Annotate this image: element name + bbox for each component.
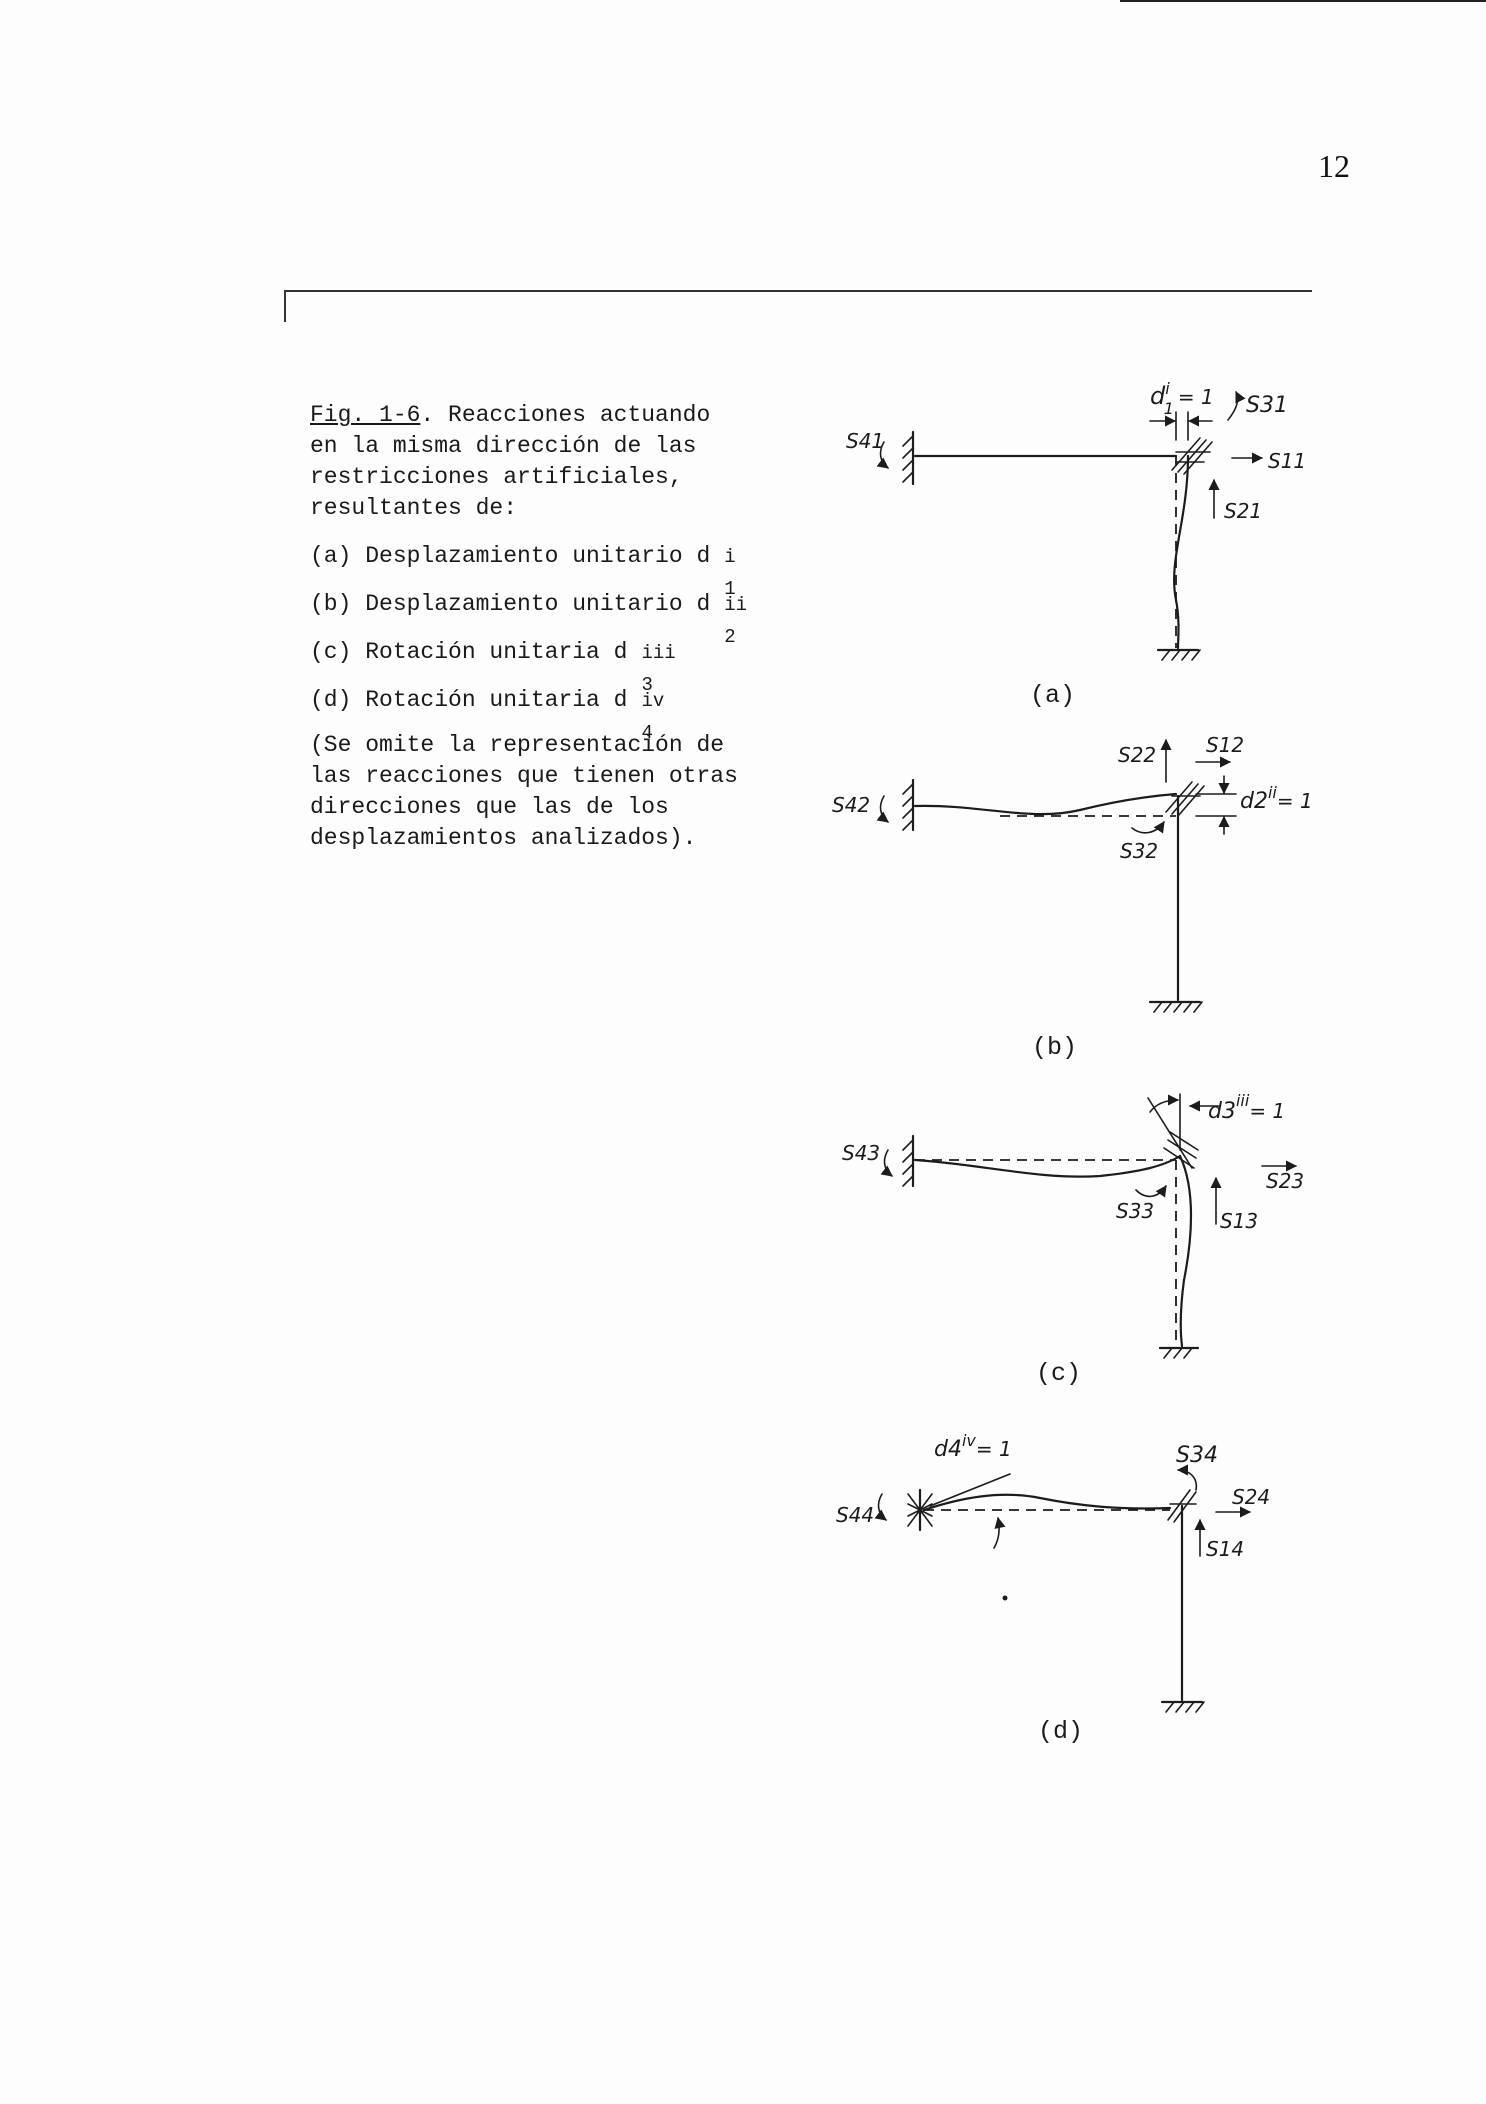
item-d-sub: 4: [641, 722, 653, 744]
fig-d-label: (d): [1038, 1717, 1083, 1746]
fig-a-disp-sub: 1: [1164, 399, 1174, 418]
fig-b-disp-eq: = 1: [1277, 789, 1313, 813]
fig-c-s43: S43: [842, 1141, 880, 1165]
fig-b-s32: S32: [1120, 839, 1158, 863]
svg-text:d2ii= 1: d2ii= 1: [1240, 783, 1313, 814]
fig-d-s24: S24: [1232, 1485, 1270, 1509]
caption-item-b: (b) Desplazamiento unitario d ii 2: [310, 589, 790, 648]
fig-c-disp: d3: [1208, 1099, 1236, 1124]
fig-d-s14: S14: [1206, 1537, 1244, 1561]
fig-b-bottom-support: [1148, 1000, 1203, 1013]
caption-item-d: (d) Rotación unitaria d iv 4: [310, 685, 790, 744]
fig-d-disp-eq: = 1: [976, 1437, 1012, 1461]
item-c-sub: 3: [641, 674, 653, 696]
item-b-label: (b) Desplazamiento unitario d: [310, 591, 711, 617]
fig-a-s21: S21: [1224, 499, 1262, 523]
fig-a-s11: S11: [1268, 449, 1306, 473]
fig-a-label: (a): [1030, 681, 1075, 710]
fig-c-deflected-beam: [913, 1154, 1182, 1178]
fig-a-deflected-column: [1173, 454, 1190, 650]
fig-c-disp-eq: = 1: [1249, 1099, 1285, 1123]
fig-a-left-support: [902, 430, 915, 486]
fig-c-disp-sup: iii: [1236, 1091, 1250, 1110]
fig-d-disp: d4: [934, 1437, 962, 1462]
fig-b-deflected-beam: [913, 792, 1178, 816]
item-b-sub: 2: [724, 626, 736, 648]
item-c-label: (c) Rotación unitaria d: [310, 639, 628, 665]
fig-a-disp-eq: = 1: [1178, 385, 1214, 409]
figure-d: d4iv= 1 S34 S24 S14 S44: [836, 1431, 1270, 1746]
caption-title-3: restricciones artificiales,: [310, 464, 683, 490]
fig-a-disp-sup: i: [1165, 379, 1170, 398]
fig-b-s22: S22: [1118, 743, 1156, 767]
fig-b-left-support: [902, 778, 915, 832]
svg-text:di1= 1: di1= 1: [1150, 379, 1214, 418]
fig-c-label: (c): [1036, 1359, 1081, 1388]
fig-b-s42: S42: [832, 793, 870, 817]
caption-title-2: en la misma dirección de las: [310, 433, 697, 459]
item-a-sub: 1: [724, 578, 736, 600]
fig-a-bottom-support: [1156, 648, 1201, 661]
header-rule-tick: [284, 290, 286, 322]
fig-c-s33: S33: [1116, 1199, 1154, 1223]
figure-c: d3iii= 1 S23 S13 S33 S43 (c): [842, 1091, 1304, 1388]
fig-a-joint-restraint: [1171, 437, 1213, 475]
fig-d-joint-restraint: [1167, 1489, 1197, 1523]
top-edge-rule: [1120, 0, 1486, 2]
note-line-1: (Se omite la representación de: [310, 732, 725, 758]
item-b-sup: ii: [724, 594, 748, 616]
fig-c-s23: S23: [1266, 1169, 1304, 1193]
fig-d-disp-sup: iv: [962, 1431, 976, 1450]
fig-c-bottom-support: [1158, 1346, 1200, 1359]
fig-c-deflected-column: [1178, 1154, 1193, 1348]
fig-d-bottom-support: [1160, 1700, 1205, 1713]
svg-text:d4iv= 1: d4iv= 1: [934, 1431, 1012, 1462]
fig-d-s44: S44: [836, 1503, 874, 1527]
figure-b: d2ii= 1 S22 S12 S32 S42 (b): [832, 733, 1313, 1062]
fig-c-s13: S13: [1220, 1209, 1258, 1233]
item-d-sup: iv: [641, 690, 665, 712]
caption-title-4: resultantes de:: [310, 495, 518, 521]
item-a-label: (a) Desplazamiento unitario d: [310, 543, 711, 569]
caption-note: (Se omite la representación de las reacc…: [310, 730, 790, 854]
header-rule: [284, 290, 1312, 292]
fig-a-s31: S31: [1246, 393, 1288, 418]
fig-b-disp-sup: ii: [1268, 783, 1277, 802]
caption-item-a: (a) Desplazamiento unitario d i 1: [310, 541, 790, 600]
caption-line-1: Fig. 1-6. Reacciones actuando: [310, 400, 790, 431]
page-number: 12: [1318, 148, 1350, 184]
svg-text:d3iii= 1: d3iii= 1: [1208, 1091, 1285, 1124]
fig-a-s41: S41: [846, 429, 884, 453]
note-line-2: las reacciones que tienen otras: [310, 763, 738, 789]
fig-d-s34: S34: [1176, 1443, 1218, 1468]
note-line-4: desplazamientos analizados).: [310, 825, 697, 851]
note-line-3: direcciones que las de los: [310, 794, 669, 820]
fig-b-label: (b): [1032, 1033, 1077, 1062]
item-d-label: (d) Rotación unitaria d: [310, 687, 628, 713]
fig-d-left-restraint: [907, 1488, 933, 1532]
item-a-sup: i: [724, 546, 736, 568]
fig-c-left-support: [902, 1134, 915, 1188]
fig-b-disp: d2: [1240, 789, 1268, 814]
fig-a-disp: d: [1150, 382, 1166, 410]
fig-b-s12: S12: [1206, 733, 1244, 757]
fig-b-joint-restraint: [1165, 781, 1205, 817]
caption-item-c: (c) Rotación unitaria d iii 3: [310, 637, 790, 696]
figure-reference: Fig. 1-6: [310, 402, 421, 428]
fig-d-deflected-beam: [922, 1493, 1172, 1512]
figure-caption: Fig. 1-6. Reacciones actuando en la mism…: [310, 400, 790, 854]
item-c-sup: iii: [641, 642, 676, 664]
caption-title-1: . Reacciones actuando: [420, 402, 711, 428]
